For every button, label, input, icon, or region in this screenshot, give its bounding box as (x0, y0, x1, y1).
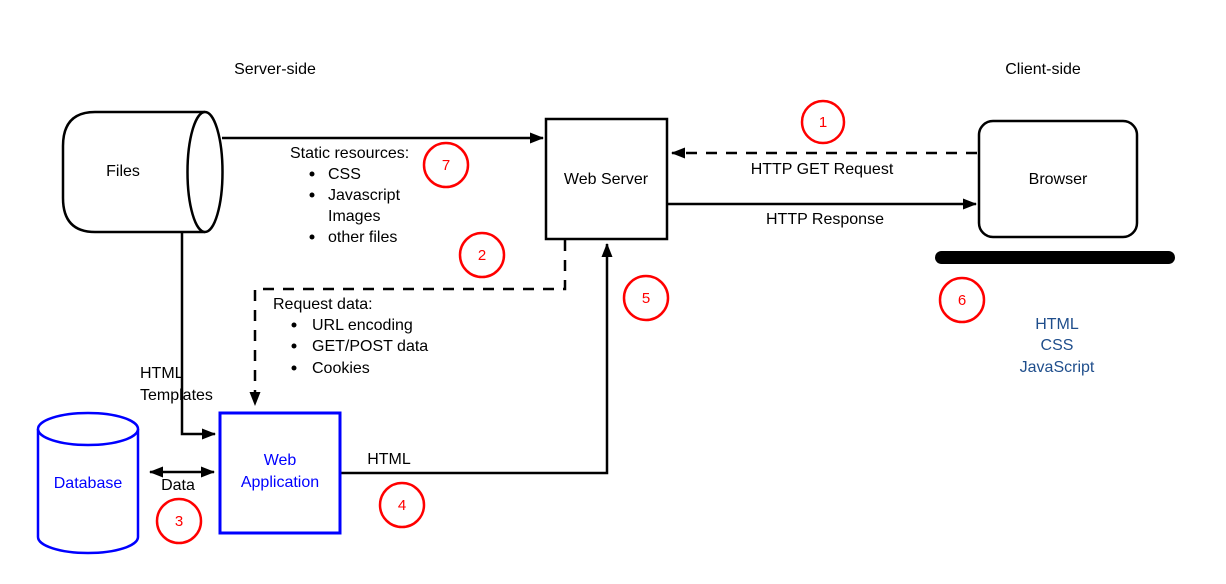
static-resources-item: other files (328, 229, 397, 246)
files-cylinder-cap (186, 110, 224, 234)
client-side-label: Client-side (1005, 61, 1081, 78)
static-resources-item: Javascript (328, 187, 401, 204)
step-circle (422, 141, 470, 189)
step-circle (622, 274, 670, 322)
step-number: 6 (958, 292, 966, 309)
step-number: 7 (442, 157, 450, 174)
browser-label: Browser (1029, 171, 1088, 188)
client-output-css: CSS (1041, 337, 1074, 354)
step-circle (938, 276, 986, 324)
static-resources-title: Static resources: (290, 145, 409, 162)
http-response-label: HTTP Response (766, 211, 884, 228)
html-templates-label: HTML Templates (140, 365, 213, 404)
web-server-label: Web Server (564, 171, 649, 188)
web-server-box (544, 117, 669, 241)
web-application-label-line2: Application (241, 474, 319, 491)
arrow-request-data (249, 240, 567, 406)
client-output-javascript: JavaScript (1020, 359, 1095, 376)
files-cylinder-body (61, 110, 205, 234)
bullet-icon (309, 171, 315, 177)
arrow-html-to-webserver (340, 243, 613, 475)
bullet-icon (291, 365, 297, 371)
step-circle (378, 481, 426, 529)
server-side-label: Server-side (234, 61, 316, 78)
request-data-list: Request data: URL encoding GET/POST data… (273, 296, 428, 377)
step-circle (458, 231, 506, 279)
step-marker-1: 1 (800, 99, 846, 145)
client-output-html: HTML (1035, 316, 1079, 333)
step-number: 3 (175, 513, 183, 530)
database-cylinder-body (36, 429, 140, 555)
step-marker-4: 4 (378, 481, 426, 529)
bullet-icon (309, 192, 315, 198)
web-server-node: Web Server (544, 117, 669, 241)
bullet-icon (291, 322, 297, 328)
bullet-icon (291, 343, 297, 349)
http-get-request-label: HTTP GET Request (751, 161, 894, 178)
browser-box (977, 119, 1139, 239)
arrow-html-templates (180, 233, 216, 440)
static-resources-item: Images (328, 208, 380, 225)
database-node: Database (36, 411, 140, 555)
request-data-item: URL encoding (312, 317, 413, 334)
step-marker-7: 7 (422, 141, 470, 189)
html-label: HTML (367, 451, 411, 468)
step-circle (155, 497, 203, 545)
static-resources-item: CSS (328, 166, 361, 183)
data-label: Data (161, 477, 195, 494)
step-circle (800, 99, 846, 145)
client-outputs: HTML CSS JavaScript (1020, 316, 1095, 376)
laptop-base-bar (935, 251, 1175, 264)
step-number: 2 (478, 247, 486, 264)
html-templates-line1: HTML (140, 365, 184, 382)
request-data-item: GET/POST data (312, 338, 428, 355)
database-label: Database (54, 475, 123, 492)
step-number: 1 (819, 114, 827, 131)
static-resources-list: Static resources: CSS Javascript Images … (290, 145, 409, 246)
bullet-icon (309, 234, 315, 240)
html-templates-line2: Templates (140, 387, 213, 404)
web-application-box (218, 411, 342, 535)
files-node: Files (61, 110, 224, 234)
step-marker-6: 6 (938, 276, 986, 324)
web-application-node: Web Application (218, 411, 342, 535)
step-number: 4 (398, 497, 406, 514)
step-number: 5 (642, 290, 650, 307)
request-data-title: Request data: (273, 296, 373, 313)
files-label: Files (106, 163, 140, 180)
request-data-item: Cookies (312, 360, 370, 377)
step-marker-3: 3 (155, 497, 203, 545)
step-marker-5: 5 (622, 274, 670, 322)
database-cylinder-cap (36, 411, 140, 447)
step-marker-2: 2 (458, 231, 506, 279)
browser-node: Browser (935, 119, 1175, 264)
web-application-label-line1: Web (264, 452, 297, 469)
